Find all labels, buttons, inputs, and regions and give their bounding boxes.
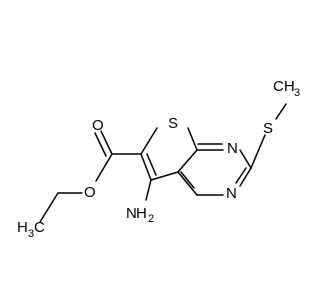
atom-o-carbonyl: O bbox=[92, 117, 104, 134]
bond-c6-s7 bbox=[140, 127, 158, 155]
bond-ch2-ch3 bbox=[39, 192, 59, 223]
bond-s7-c7a bbox=[187, 127, 198, 151]
bond-c5-nh2 bbox=[145, 179, 152, 201]
atom-n-bottom: N bbox=[226, 185, 237, 202]
atom-o-ester: O bbox=[84, 184, 96, 201]
atom-ch3-left-c: C bbox=[34, 219, 45, 236]
molecule-structure-svg: S N N S CH 3 O O H 3 C H N 2 bbox=[17, 78, 300, 240]
bond-c4a-c5-outer bbox=[150, 171, 179, 181]
bond-c2-n3 bbox=[239, 167, 252, 187]
atom-ch3-right: CH bbox=[273, 78, 295, 95]
bond-n1-c2 bbox=[239, 149, 252, 169]
bond-sme-ch3 bbox=[275, 103, 287, 120]
atom-ch3-right-sub: 3 bbox=[294, 87, 300, 99]
bond-c2-n3-double bbox=[235, 167, 247, 184]
atom-n-top: N bbox=[227, 140, 238, 157]
bond-c5-c6-double bbox=[146, 153, 157, 176]
molecule-structure-canvas: S N N S CH 3 O O H 3 C H N 2 bbox=[17, 78, 300, 240]
atom-nh2-sub: 2 bbox=[148, 213, 154, 225]
atom-nh2-h: H bbox=[136, 205, 147, 222]
atom-ch3-left-h: H bbox=[17, 219, 28, 236]
bond-c5-c6 bbox=[140, 153, 152, 181]
bond-c2-sme bbox=[250, 134, 266, 169]
bond-c4-c4a-double bbox=[180, 171, 195, 189]
atom-s-methylthio: S bbox=[263, 120, 273, 137]
atom-ch3-left-sub: 3 bbox=[28, 228, 34, 240]
bond-carbonyl-o-double-a bbox=[100, 130, 113, 155]
atom-nh2-n: N bbox=[126, 205, 137, 222]
bond-carbonyl-oester bbox=[95, 153, 113, 182]
atom-s-ring: S bbox=[168, 115, 178, 132]
bond-c7a-c4a bbox=[177, 149, 198, 173]
bond-carbonyl-o-double-b bbox=[94, 132, 107, 157]
bond-c4-c4a bbox=[177, 171, 198, 196]
